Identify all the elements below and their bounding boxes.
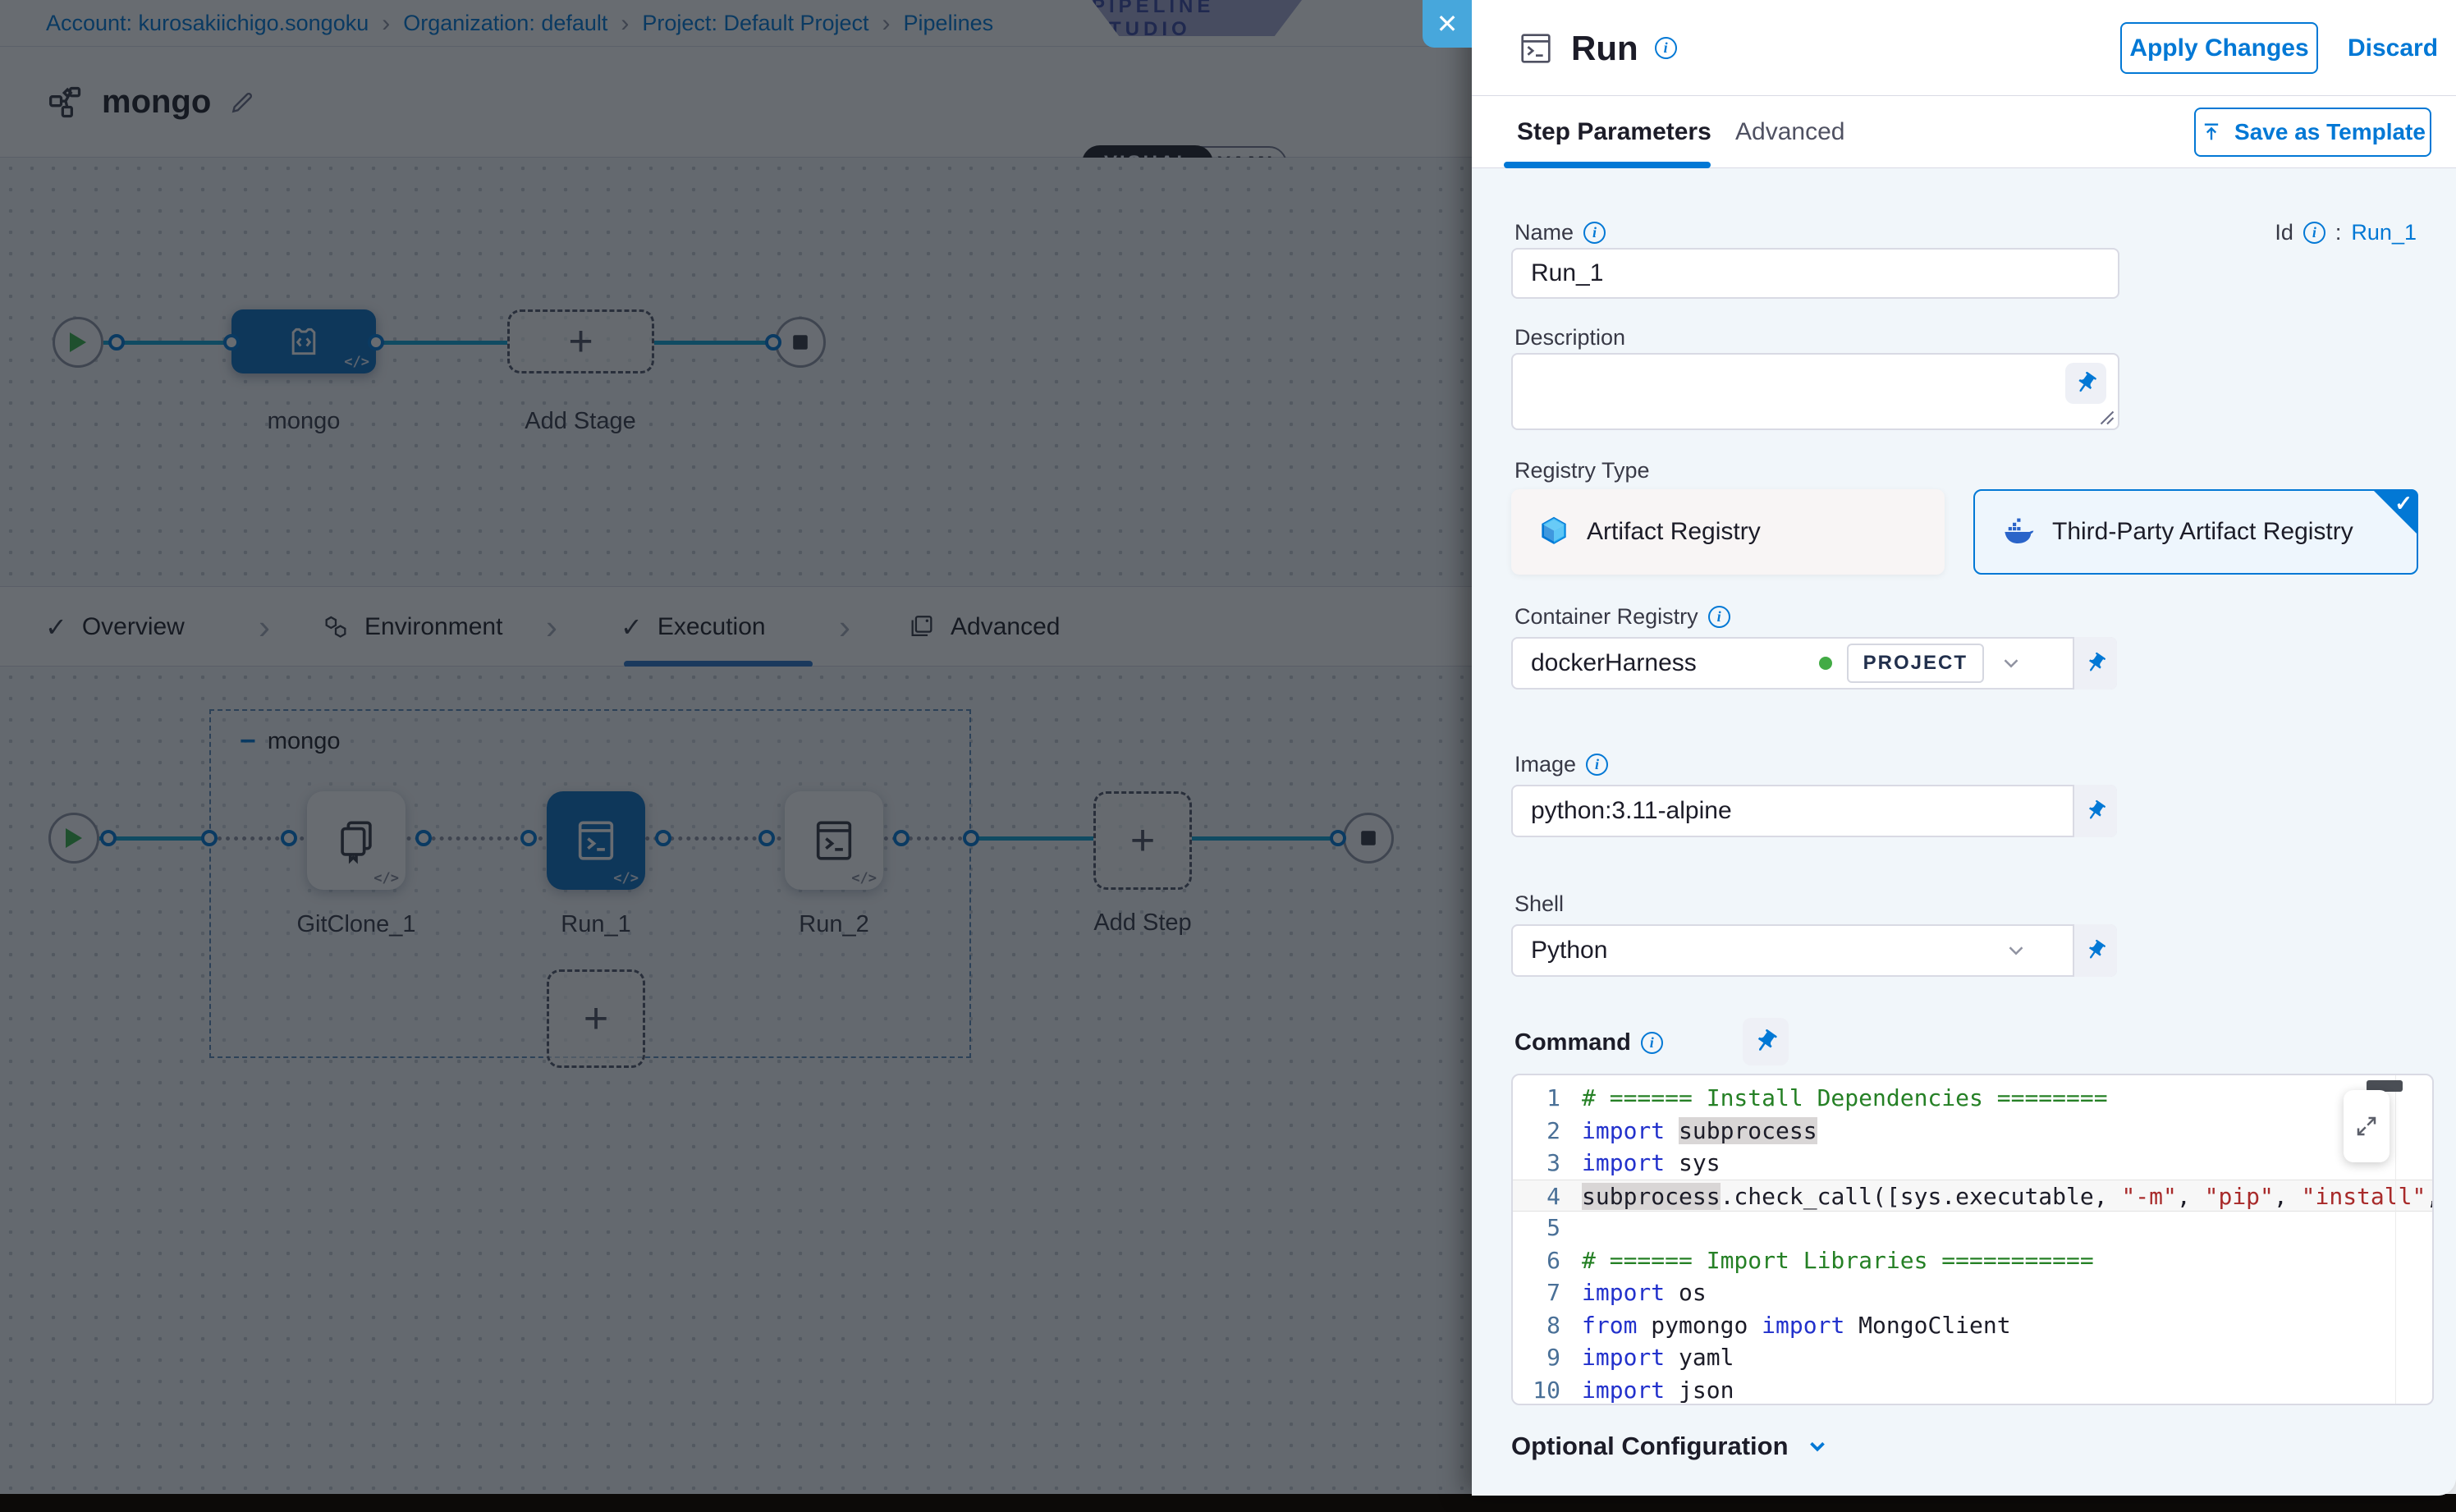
chevron-down-icon[interactable] [1999,651,2023,676]
code-text[interactable]: from pymongo import MongoClient [1582,1311,2011,1339]
command-code-editor[interactable]: 1 # ====== Install Dependencies ======== 2… [1511,1074,2434,1405]
code-text[interactable]: import subprocess [1582,1116,1817,1144]
command-label: Command i [1514,1029,1663,1056]
close-icon: ✕ [1436,9,1459,39]
id-row: Id i : Run_1 [1472,220,2417,245]
scope-badge: PROJECT [1846,644,1984,683]
code-line-2[interactable]: 2 import subprocess [1513,1115,2432,1148]
check-icon: ✓ [2394,491,2412,515]
image-value: python:3.11-alpine [1531,797,1732,824]
step-config-panel: Run i Apply Changes Discard Step Paramet… [1472,0,2456,1496]
line-number: 6 [1546,1246,1560,1274]
pin-runtime-input-button[interactable] [2065,363,2106,404]
code-text[interactable]: import sys [1582,1149,1721,1176]
editor-scrollbar-thumb[interactable] [2367,1080,2403,1092]
code-text[interactable] [1582,1212,2432,1244]
code-line-3[interactable]: 3 import sys [1513,1147,2432,1180]
line-number: 1 [1546,1084,1560,1111]
line-number: 10 [1533,1376,1560,1404]
info-icon[interactable]: i [2302,222,2325,244]
name-label: Name i [1514,220,1606,245]
line-number: 2 [1546,1116,1560,1144]
line-number: 8 [1546,1311,1560,1339]
connector-status-dot [1818,657,1832,670]
container-registry-label: Container Registry i [1514,604,1730,630]
shell-label: Shell [1514,891,1565,916]
pin-runtime-input-button[interactable] [2073,924,2117,977]
id-colon: : [2335,220,2342,245]
description-label: Description [1514,325,1626,350]
line-number: 5 [1546,1214,1560,1241]
modal-dim-overlay [0,0,1472,1512]
active-tab-underline [1504,162,1711,168]
container-registry-select[interactable]: dockerHarness PROJECT [1511,637,2117,690]
code-line-4[interactable]: 4 subprocess.check_call([sys.executable, … [1513,1179,2432,1212]
save-as-template-button[interactable]: Save as Template [2194,108,2431,157]
close-drawer-button[interactable]: ✕ [1423,0,1472,48]
id-label: Id [2275,220,2293,245]
editor-scrollbar-track [2395,1075,2396,1404]
tab-step-advanced[interactable]: Advanced [1735,118,1845,145]
id-value[interactable]: Run_1 [2351,220,2417,245]
upload-icon [2200,121,2223,144]
code-text[interactable]: import json [1582,1376,1734,1404]
bottom-scroll-bar[interactable] [0,1494,2456,1512]
selected-check-ribbon: ✓ [2372,489,2418,535]
code-line-10[interactable]: 10 import json [1513,1374,2432,1404]
code-text[interactable]: import os [1582,1279,1707,1306]
panel-tab-bar: Step Parameters Advanced Save as Templat… [1472,96,2456,168]
info-icon[interactable]: i [1707,606,1730,628]
expand-editor-button[interactable] [2344,1090,2390,1162]
apply-changes-button[interactable]: Apply Changes [2120,22,2318,74]
code-line-9[interactable]: 9 import yaml [1513,1341,2432,1374]
code-line-8[interactable]: 8 from pymongo import MongoClient [1513,1309,2432,1342]
code-text[interactable]: import yaml [1582,1344,1734,1371]
description-field-wrap [1511,353,2119,430]
container-registry-value: dockerHarness [1531,649,1697,676]
code-line-6[interactable]: 6 # ====== Import Libraries =========== [1513,1244,2432,1277]
line-number: 7 [1546,1279,1560,1306]
pin-runtime-input-button[interactable] [2073,785,2117,837]
name-input[interactable] [1511,248,2119,299]
code-text[interactable]: # ====== Import Libraries =========== [1582,1246,2094,1274]
info-icon[interactable]: i [1640,1032,1663,1054]
image-label: Image i [1514,752,1609,777]
shell-value: Python [1531,937,1608,964]
chevron-down-icon[interactable] [2004,938,2028,963]
shell-select[interactable]: Python [1511,924,2117,977]
registry-option-third-party[interactable]: Third-Party Artifact Registry ✓ [1973,489,2418,575]
docker-whale-icon [2001,515,2036,549]
image-input[interactable]: python:3.11-alpine [1511,785,2117,837]
line-number: 4 [1546,1182,1560,1210]
pin-runtime-input-button[interactable] [1743,1018,1789,1065]
discard-button[interactable]: Discard [2348,34,2439,62]
step-parameters-form: Name i Id i : Run_1 Description [1472,168,2456,1496]
info-icon[interactable]: i [1654,37,1677,59]
code-line-1[interactable]: 1 # ====== Install Dependencies ======== [1513,1082,2432,1115]
description-textarea[interactable] [1511,353,2119,430]
registry-option-artifact[interactable]: Artifact Registry [1511,489,1945,575]
line-number: 9 [1546,1344,1560,1371]
code-text[interactable]: subprocess.check_call([sys.executable, "… [1582,1182,2432,1210]
code-lines[interactable]: 1 # ====== Install Dependencies ======== 2… [1513,1082,2432,1404]
info-icon[interactable]: i [1586,754,1609,776]
info-icon[interactable]: i [1583,222,1606,244]
panel-title: Run [1571,28,1638,67]
pin-runtime-input-button[interactable] [2073,637,2117,690]
run-step-icon [1517,30,1555,67]
code-line-5[interactable]: 5 [1513,1212,2432,1244]
line-number: 3 [1546,1149,1560,1176]
chevron-down-icon [1805,1434,1830,1459]
panel-header: Run i Apply Changes Discard [1472,0,2456,96]
artifact-registry-cube-icon [1537,515,1570,548]
tab-step-parameters[interactable]: Step Parameters [1517,118,1711,145]
code-line-7[interactable]: 7 import os [1513,1276,2432,1309]
code-text[interactable]: # ====== Install Dependencies ======== [1582,1084,2108,1111]
optional-configuration-toggle[interactable]: Optional Configuration [1511,1432,1830,1461]
registry-type-label: Registry Type [1514,458,1650,483]
resize-handle-icon[interactable] [2100,410,2115,425]
